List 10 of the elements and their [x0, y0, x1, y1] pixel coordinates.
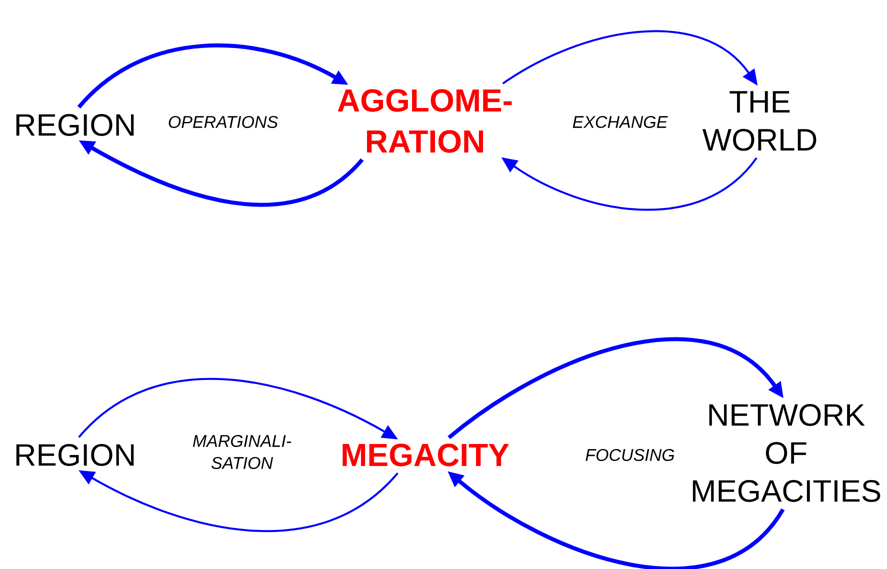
process-label: MARGINALI- SATION	[192, 434, 292, 469]
highlighted-place-label: AGGLOME- RATION	[338, 89, 512, 153]
highlighted-place-label: MEGACITY	[342, 444, 509, 466]
process-label: OPERATIONS	[168, 116, 278, 128]
place-label: REGION	[16, 444, 134, 466]
place-label: THE WORLD	[702, 91, 816, 151]
process-label: FOCUSING	[586, 448, 674, 461]
place-label: NETWORK OF MEGACITIES	[692, 404, 880, 502]
process-label: EXCHANGE	[572, 116, 668, 128]
place-label: REGION	[16, 114, 134, 136]
